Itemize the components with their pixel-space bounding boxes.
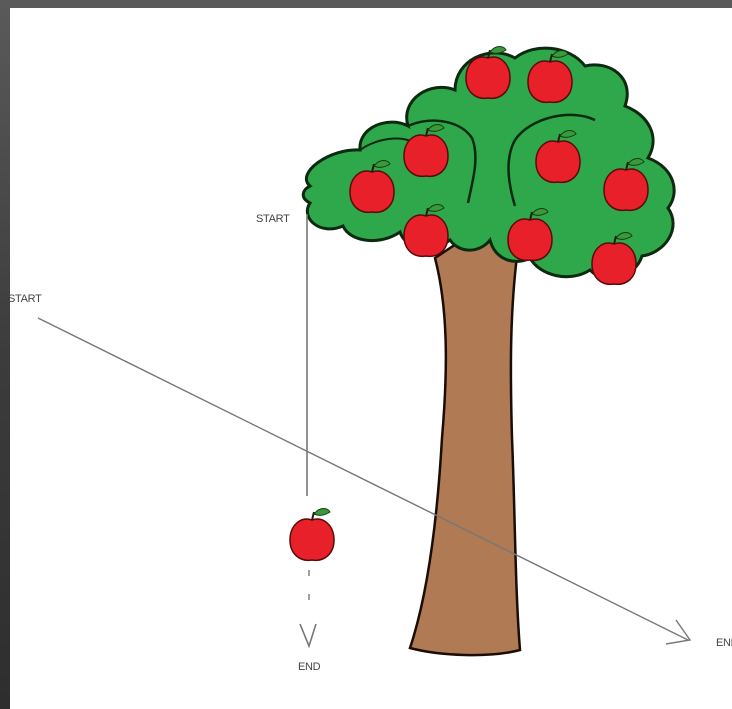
- diagonal-path-line: [37, 317, 689, 641]
- diagram-canvas: START END START END: [10, 8, 732, 709]
- tree-trunk: [408, 202, 522, 657]
- tree-foliage: [301, 46, 676, 280]
- diagonal-arrow-head-icon: [665, 619, 692, 645]
- vertical-end-label: END: [298, 661, 321, 673]
- apple-tree-diagram: START END START END: [10, 45, 732, 673]
- vertical-arrow-head-icon: [299, 623, 317, 649]
- falling-apple-icon: [289, 507, 335, 562]
- diagonal-end-label: END: [716, 637, 732, 649]
- vertical-start-label: START: [256, 213, 290, 225]
- diagonal-start-label: START: [10, 293, 42, 305]
